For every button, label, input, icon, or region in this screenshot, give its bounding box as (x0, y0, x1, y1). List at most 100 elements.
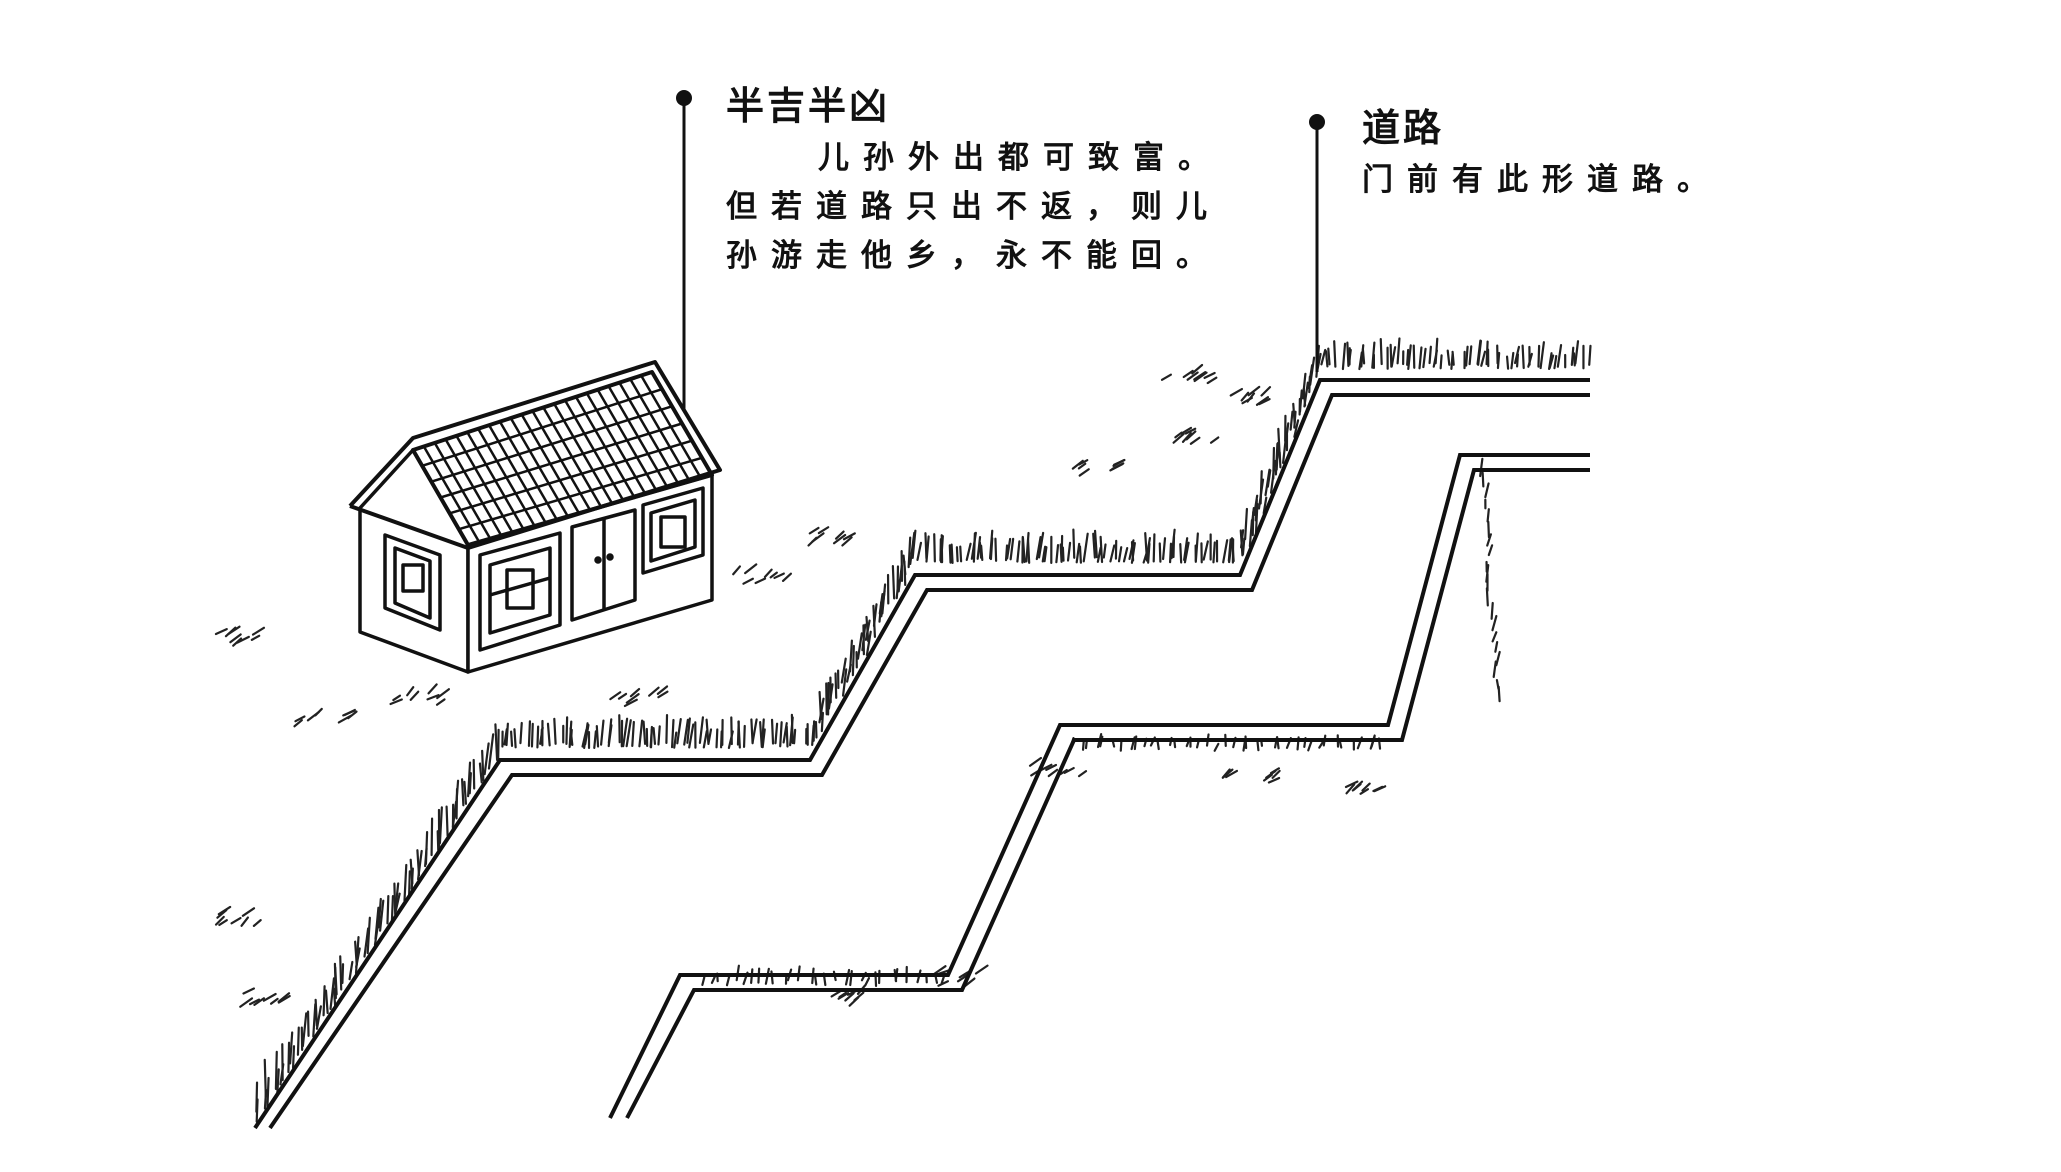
grass-stroke (1318, 740, 1325, 749)
callout-road: 道路 门前有此形道路。 (1362, 107, 1762, 205)
grass-tuft (436, 688, 450, 700)
window-front (478, 531, 562, 652)
grass-tuft (769, 571, 778, 579)
grass-stroke (1468, 345, 1473, 366)
grass-tuft (241, 907, 256, 917)
grass-stroke (994, 537, 998, 562)
grass-tuft (853, 991, 865, 1002)
grass-stroke (553, 717, 557, 745)
grass-stroke (1537, 344, 1541, 368)
grass-tuft (240, 916, 249, 927)
grass-tuft (1185, 430, 1197, 441)
grass-tuft (648, 686, 660, 697)
roof-tile-row (421, 387, 663, 468)
grass-stroke (1505, 355, 1510, 370)
grass-stroke (779, 721, 783, 748)
grass-stroke (1309, 356, 1316, 386)
grass-stroke (1183, 541, 1190, 564)
grass-stroke (1212, 541, 1216, 564)
grass-stroke (510, 730, 514, 747)
window-right (641, 486, 705, 575)
grass-stroke (1539, 341, 1545, 370)
grass-stroke (565, 716, 569, 745)
grass-stroke (761, 728, 766, 749)
grass-tuft (1260, 386, 1272, 397)
grass-stroke (1422, 347, 1427, 369)
grass-stroke (1093, 529, 1098, 559)
grass-stroke (834, 672, 838, 699)
grass-stroke (844, 968, 851, 986)
callout-line: 门前有此形道路。 (1362, 161, 1722, 198)
grass-stroke (1152, 533, 1156, 563)
grass-tuft (1191, 363, 1204, 375)
grass-stroke (314, 998, 318, 1027)
callout-body: 儿孙外出都可致富。 但若道路只出不返，则儿 孙游走他乡，永不能回。 (726, 134, 1246, 281)
grass-tuft (230, 916, 242, 925)
grass-stroke (1510, 351, 1515, 370)
grass-stroke (1117, 546, 1123, 563)
grass-stroke (569, 727, 574, 746)
grass-stroke (1272, 446, 1276, 480)
grass-stroke (1240, 529, 1245, 549)
grass-tuft (1361, 782, 1371, 792)
grass-stroke (600, 719, 605, 746)
grass-tuft (742, 577, 754, 585)
grass-stroke (1119, 739, 1123, 752)
grass-tuft (773, 572, 785, 580)
grass-tuft (1193, 371, 1208, 383)
grass-tuft (1247, 385, 1261, 397)
grass-stroke (1515, 353, 1520, 368)
grass-stroke (263, 1058, 267, 1098)
grass-stroke (607, 724, 613, 748)
grass-stroke (339, 955, 343, 991)
grass-tuft (236, 635, 250, 644)
grass-stroke (1016, 540, 1021, 563)
callout-title: 半吉半凶 (726, 84, 891, 128)
grass-stroke (274, 1050, 278, 1091)
grass-stroke (642, 720, 647, 745)
grass-tuft (609, 691, 622, 701)
grass-stroke (820, 711, 824, 733)
grass-tuft (250, 634, 261, 641)
grass-stroke (481, 749, 485, 782)
grass-stroke (950, 543, 954, 564)
grass-stroke (665, 713, 669, 745)
grass-stroke (933, 533, 936, 563)
grass-stroke (976, 535, 982, 560)
grass-stroke (865, 630, 872, 657)
grass-tuft (754, 577, 767, 585)
grass-stroke (1082, 532, 1089, 563)
grass-stroke (460, 778, 465, 807)
grass-tuft (657, 690, 669, 699)
grass-tuft (262, 992, 277, 1002)
grass-stroke (1347, 348, 1352, 366)
grass-stroke (1439, 354, 1443, 370)
grass-stroke (1358, 351, 1363, 371)
grass-tuft (1077, 462, 1087, 470)
grass-stroke (1494, 640, 1499, 653)
grass-tuft (807, 536, 818, 547)
grass-stroke (366, 916, 371, 955)
grass-stroke (1213, 742, 1220, 752)
grass-stroke (924, 532, 928, 560)
grass-tuft (1077, 770, 1088, 778)
grass-stroke (1147, 542, 1151, 564)
grass-stroke (649, 728, 653, 749)
grass-stroke (622, 717, 629, 748)
grass-stroke (1109, 544, 1116, 563)
grass-tuft (1172, 432, 1185, 444)
grass-tuft (253, 997, 266, 1006)
grass-stroke (1102, 543, 1107, 559)
grass-stroke (374, 906, 380, 941)
grass-tuft (409, 690, 420, 701)
grass-stroke (1158, 542, 1162, 563)
grass-tuft (1225, 769, 1239, 779)
grass-tuft (218, 919, 228, 927)
grass-stroke (1481, 471, 1485, 488)
door (570, 508, 637, 622)
grass-stroke (688, 723, 695, 749)
grass-stroke (463, 780, 468, 805)
grass-stroke (416, 849, 421, 877)
grass-tuft (1113, 458, 1126, 466)
grass-stroke (1055, 544, 1060, 564)
